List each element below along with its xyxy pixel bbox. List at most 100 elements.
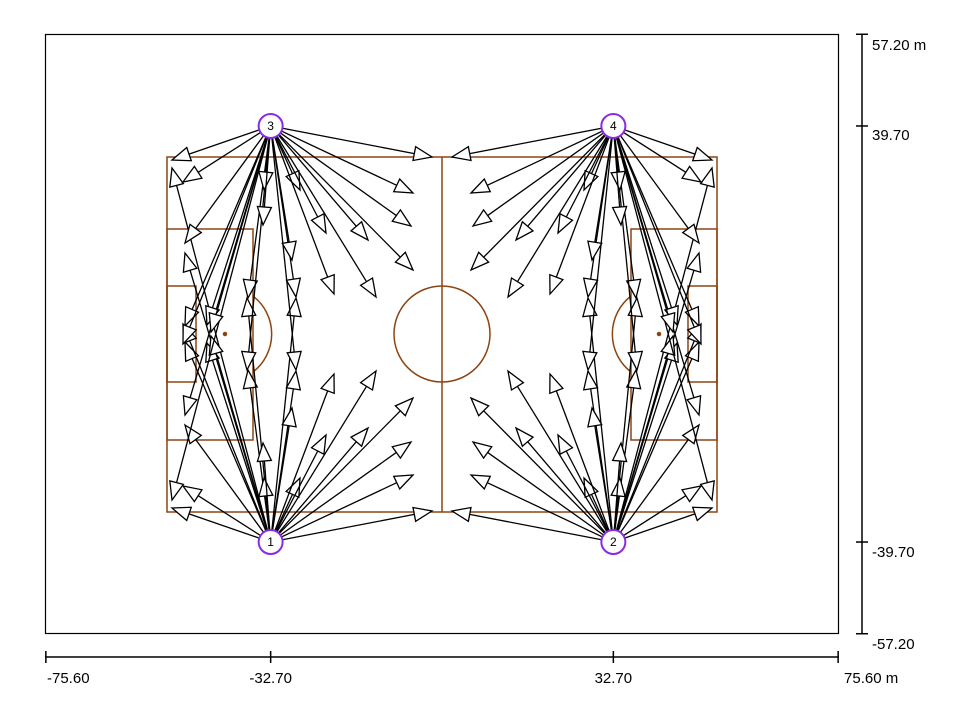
aiming-arrow — [507, 125, 614, 299]
aiming-arrow — [270, 125, 434, 162]
aiming-arrow — [611, 441, 628, 543]
goal-area-left — [166, 285, 197, 383]
aiming-arrow — [514, 426, 614, 543]
aiming-arrow — [270, 426, 370, 543]
aiming-arrow — [184, 125, 272, 328]
aiming-arrow — [270, 474, 415, 543]
y-dimension-axis — [856, 33, 868, 635]
pole-label: 4 — [610, 119, 617, 133]
aiming-arrow — [612, 125, 642, 300]
aiming-arrow — [469, 125, 614, 272]
aiming-arrow — [469, 474, 614, 543]
pole-markers: 1 2 3 4 — [257, 112, 627, 556]
aiming-arrow — [270, 125, 370, 242]
pole-2[interactable]: 2 — [600, 529, 627, 556]
aiming-arrow — [612, 368, 642, 543]
pole-marker — [600, 529, 627, 556]
football-pitch — [166, 156, 718, 513]
aiming-arrow — [469, 396, 614, 543]
aiming-arrow — [181, 125, 272, 183]
aiming-arrow — [270, 396, 415, 543]
x-tick-label: 32.70 — [595, 670, 633, 687]
aiming-arrow — [183, 423, 272, 543]
aiming-arrow — [270, 125, 297, 262]
aiming-arrow — [612, 334, 676, 543]
aiming-arrow — [270, 125, 335, 296]
y-tick-label: -39.70 — [872, 544, 915, 561]
aiming-arrow — [270, 440, 413, 543]
aiming-arrow — [611, 125, 628, 227]
aiming-arrow — [612, 485, 703, 543]
aiming-arrow — [613, 125, 714, 162]
aiming-arrow — [612, 423, 701, 543]
aiming-arrow — [549, 125, 614, 296]
aiming-arrow — [256, 441, 273, 543]
aiming-arrow — [182, 125, 272, 346]
pole-label: 3 — [267, 119, 274, 133]
pole-label: 1 — [267, 535, 274, 549]
aiming-arrow — [208, 125, 272, 334]
aiming-arrow — [471, 440, 614, 543]
aiming-arrow — [612, 125, 701, 245]
aiming-arrow — [514, 125, 614, 242]
penalty-spot-right — [656, 331, 662, 337]
aiming-arrow — [270, 125, 302, 372]
aiming-arrow — [270, 125, 415, 194]
aiming-arrow — [208, 334, 272, 543]
aiming-arrow — [557, 433, 614, 543]
aiming-arrow — [471, 125, 614, 228]
aiming-arrow — [270, 125, 415, 272]
aiming-arrow — [613, 506, 714, 543]
aiming-arrow — [612, 125, 715, 502]
aiming-arrow — [612, 340, 700, 543]
pole-4[interactable]: 4 — [600, 112, 627, 139]
aiming-arrow — [270, 369, 377, 543]
y-tick-label: 57.20 m — [872, 37, 926, 54]
aiming-arrow — [612, 166, 715, 543]
x-dimension-axis — [45, 651, 839, 663]
aiming-arrow — [450, 125, 614, 162]
pole-label: 2 — [610, 535, 617, 549]
y-tick-label: -57.20 — [872, 636, 915, 653]
aiming-arrow — [582, 125, 614, 372]
aiming-arrow — [242, 368, 272, 543]
goal-area-right — [687, 285, 718, 383]
x-tick-label: -75.60 — [47, 670, 90, 687]
aiming-arrow — [270, 125, 377, 299]
aiming-arrow — [169, 166, 272, 543]
aiming-arrow — [557, 125, 614, 235]
aiming-arrow — [170, 506, 271, 543]
x-tick-label: -32.70 — [249, 670, 292, 687]
aiming-arrow — [270, 406, 297, 543]
aiming-arrow — [507, 369, 614, 543]
aiming-arrow — [469, 125, 614, 194]
aiming-arrow — [170, 125, 271, 162]
penalty-area-right — [630, 228, 718, 441]
aiming-arrow — [270, 433, 327, 543]
aiming-arrow — [169, 125, 272, 502]
aiming-arrow — [270, 125, 413, 228]
aiming-arrow — [612, 125, 703, 183]
aiming-arrow — [256, 125, 273, 227]
pole-3[interactable]: 3 — [257, 112, 284, 139]
aiming-arrow — [242, 125, 272, 300]
aiming-arrows — [169, 125, 715, 543]
aiming-arrow — [612, 125, 702, 346]
pole-marker — [600, 112, 627, 139]
aiming-arrow — [587, 406, 614, 543]
penalty-spot-left — [222, 331, 228, 337]
penalty-arc-left — [252, 295, 273, 373]
aiming-arrow — [612, 125, 676, 334]
pole-marker — [257, 112, 284, 139]
penalty-arc-right — [611, 295, 632, 373]
penalty-area-left — [166, 228, 254, 441]
aiming-arrow — [183, 125, 272, 245]
aiming-arrow — [270, 372, 335, 543]
pole-1[interactable]: 1 — [257, 529, 284, 556]
aiming-arrow — [587, 125, 614, 262]
x-tick-label: 75.60 m — [844, 670, 898, 687]
pole-marker — [257, 529, 284, 556]
center-circle — [393, 285, 491, 383]
